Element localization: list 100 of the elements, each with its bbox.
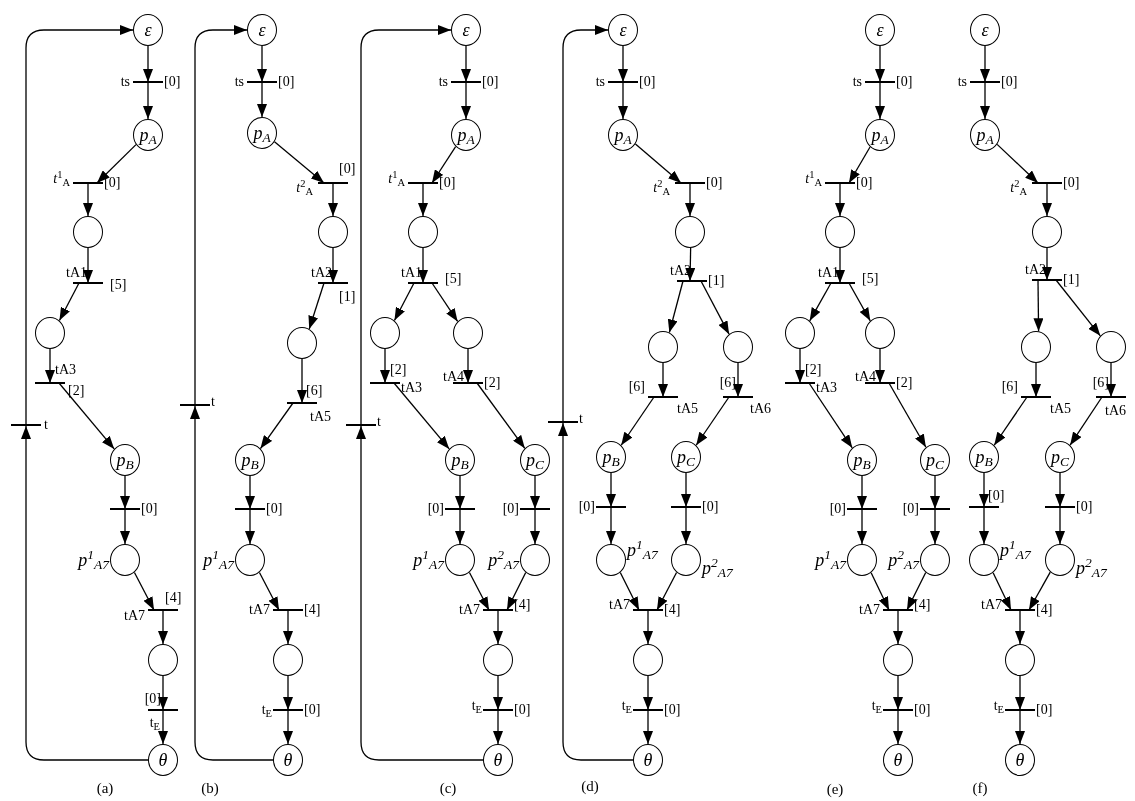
transition-label: [0] [164, 75, 181, 89]
transition-label: t$_{E}$ [261, 703, 272, 717]
transition-label: tA7 [459, 603, 480, 617]
place-circle: p$_{A}$ [247, 117, 277, 149]
arrow [455, 508, 465, 545]
arrow [681, 472, 691, 508]
arrow [1069, 396, 1103, 446]
arrow [1028, 571, 1051, 611]
transition-label: [0] [902, 502, 919, 516]
arrow [463, 348, 473, 384]
transition-label: tA7 [609, 598, 630, 612]
arrow [980, 45, 990, 83]
arrow [25, 25, 134, 426]
arrow [857, 508, 867, 545]
transition-label: tA5 [677, 402, 698, 416]
place-circle [847, 544, 877, 576]
place-circle [408, 216, 438, 248]
place-circle: p$_{B}$ [596, 441, 626, 473]
transition-label: [0] [702, 500, 719, 514]
transition-label: [2] [896, 376, 913, 390]
place-circle: ε [247, 14, 277, 46]
arrow [393, 282, 415, 322]
arrow [96, 143, 137, 184]
transition-label: [6] [628, 380, 645, 394]
transition-label: t$_{E}$ [149, 716, 160, 730]
place-circle: θ [883, 744, 913, 776]
transition-label: [0] [482, 75, 499, 89]
place-circle [318, 216, 348, 248]
arrow [656, 571, 678, 611]
arrow [356, 425, 484, 761]
arrow [328, 247, 338, 284]
arrow [455, 475, 465, 510]
arrow [685, 182, 695, 217]
arrow [297, 358, 307, 404]
transition-label: t [211, 395, 215, 409]
transition-label: [0] [706, 176, 723, 190]
transition-label: [1] [1063, 273, 1080, 287]
arrow [606, 472, 616, 508]
arrow [893, 609, 903, 645]
transition-label: t$_{E}$ [993, 699, 1004, 713]
transition-label: tA7 [981, 598, 1002, 612]
transition-label: [4] [514, 598, 531, 612]
arrow [360, 25, 452, 426]
arrow [418, 247, 428, 284]
place-circle: ε [451, 14, 481, 46]
arrow [21, 425, 149, 761]
arrow [643, 609, 653, 645]
place-circle [671, 544, 701, 576]
arrow [530, 475, 540, 510]
place-circle: ε [865, 14, 895, 46]
place-circle: p$_{C}$ [920, 444, 950, 476]
transition-label: [0] [914, 703, 931, 717]
arrow [418, 182, 428, 217]
arrow [558, 422, 634, 761]
transition-label: [2] [484, 376, 501, 390]
transition-label: tA7 [124, 609, 145, 623]
transition-label: [2] [805, 363, 822, 377]
arrow [1015, 709, 1025, 745]
arrow [808, 382, 853, 449]
transition-label: [0] [639, 75, 656, 89]
arrow [658, 362, 668, 398]
transition-label: tA1 [66, 266, 87, 280]
arrow [431, 145, 457, 184]
transition-label: [0] [856, 176, 873, 190]
arrow [634, 143, 682, 184]
arrow [1015, 675, 1025, 711]
place-circle: θ [633, 744, 663, 776]
transition-label: tA1 [818, 266, 839, 280]
transition-label: t$_{E}$ [621, 699, 632, 713]
arrow [980, 81, 990, 120]
arrow [58, 382, 115, 450]
place-circle: ε [133, 14, 163, 46]
subfigure-caption: (f) [972, 780, 988, 796]
arrow [618, 45, 628, 83]
transition-label: tA4 [855, 370, 876, 384]
arrow [681, 506, 691, 545]
arrow [835, 247, 845, 284]
arrow [83, 182, 93, 217]
arrow [190, 405, 274, 761]
place-circle: p$_{B}$ [445, 444, 475, 476]
transition-label: [0] [1036, 703, 1053, 717]
arrow [870, 572, 890, 611]
transition-label: ts [595, 75, 605, 89]
arrow [875, 45, 885, 83]
arrow [685, 247, 696, 282]
transition-label: [6] [719, 376, 736, 390]
arrow [888, 382, 927, 448]
arrow [461, 81, 471, 120]
place-circle: ε [970, 14, 1000, 46]
arrow [1033, 279, 1044, 332]
transition-label: [0] [514, 703, 531, 717]
place-circle [648, 331, 678, 363]
arrow [667, 280, 684, 334]
transition-label: t$_{E}$ [471, 699, 482, 713]
transition-label: tA3 [401, 381, 422, 395]
transition-label: [6] [306, 384, 323, 398]
place-circle [287, 327, 317, 359]
transition-label: [6] [1092, 376, 1109, 390]
arrow [493, 609, 503, 645]
place-circle [633, 644, 663, 676]
